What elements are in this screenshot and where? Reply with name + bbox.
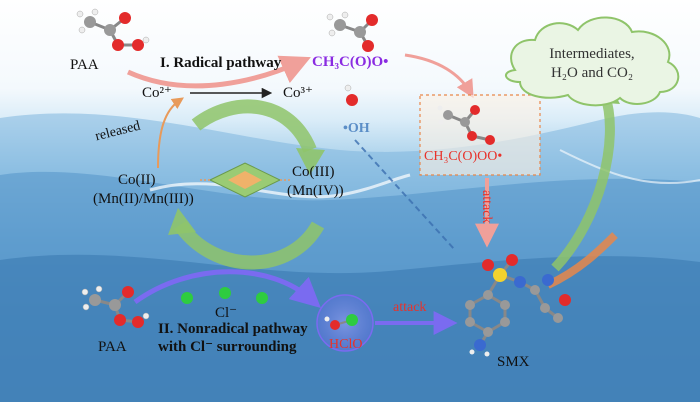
hydroxyl-molecule [345, 85, 358, 106]
products-line2: H₂O and CO₂ [532, 64, 652, 83]
nonradical-title-line1: II. Nonradical pathway [158, 322, 308, 337]
paa-label-top: PAA [70, 58, 99, 73]
radical-attack-label: attack [479, 190, 493, 223]
co2-label: Co²⁺ [142, 86, 172, 101]
co3-label: Co³⁺ [283, 86, 313, 101]
peroxyl-radical-label: CH₃C(O)OO• [424, 150, 502, 164]
paa-label-bottom: PAA [98, 340, 127, 355]
cobalt-right-line1: Co(III) [292, 165, 334, 180]
chloride-label: Cl⁻ [215, 306, 237, 321]
cobalt-left-line2: (Mn(II)/Mn(III)) [93, 192, 194, 207]
products-text: Intermediates, H₂O and CO₂ [532, 45, 652, 83]
hydroxyl-radical-label: •OH [343, 122, 370, 136]
acetyloxyl-molecule [327, 12, 378, 52]
radical-pathway-title: I. Radical pathway [160, 56, 281, 71]
nonradical-title-line2: with Cl⁻ surrounding [158, 340, 297, 355]
radical-to-peroxyl-arrow [405, 55, 470, 92]
hclo-label: HClO [329, 338, 362, 352]
acetyloxyl-radical-label: CH₃C(O)O• [312, 55, 388, 70]
cobalt-left-line1: Co(II) [118, 173, 156, 188]
smx-label: SMX [497, 355, 530, 370]
cobalt-right-line2: (Mn(IV)) [287, 184, 344, 199]
products-line1: Intermediates, [532, 45, 652, 64]
paa-molecule-top [77, 9, 149, 51]
nonradical-attack-label: attack [393, 301, 426, 315]
